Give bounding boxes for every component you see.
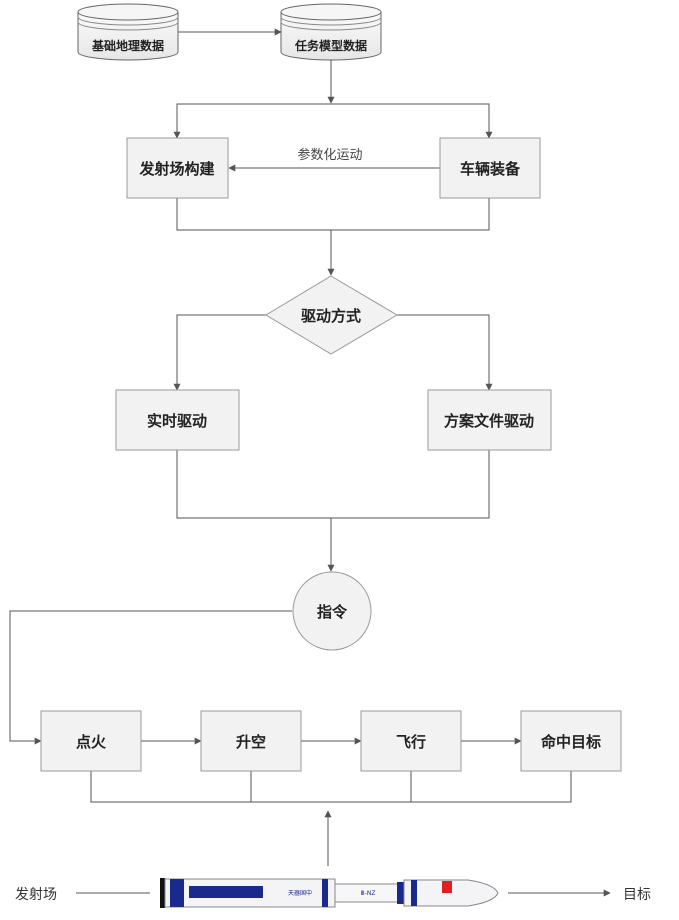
node-ignition-label: 点火 — [76, 733, 107, 751]
rocket-stripe-rear — [170, 879, 184, 907]
node-liftoff-label: 升空 — [236, 733, 266, 751]
node-flight-label: 飞行 — [396, 733, 426, 751]
rocket-stripe-fairing — [411, 880, 417, 906]
node-plan-file-drive: 方案文件驱动 — [427, 389, 552, 451]
edge-merge-mid — [176, 198, 490, 231]
node-launch-site-build: 发射场构建 — [126, 137, 229, 199]
rocket-stage-text: Ⅲ-NZ — [361, 890, 376, 897]
edge-command-to-ignition — [9, 610, 292, 745]
edge-merge-lower — [176, 450, 490, 519]
node-drive-mode-label: 驱动方式 — [301, 307, 361, 325]
edge-label-param-motion: 参数化运动 — [297, 147, 362, 163]
edge-split-top — [176, 103, 490, 138]
node-liftoff: 升空 — [200, 710, 302, 772]
rocket-stripe-interstage — [322, 879, 328, 907]
node-plan-file-drive-label: 方案文件驱动 — [444, 412, 534, 430]
node-flight: 飞行 — [360, 710, 462, 772]
node-vehicle-equip: 车辆装备 — [439, 137, 541, 199]
database-geo: 基础地理数据 — [77, 3, 179, 61]
node-hit-target: 命中目标 — [520, 710, 622, 772]
edge-to-planfile — [397, 314, 493, 391]
edge-to-realtime — [173, 314, 266, 391]
database-geo-label: 基础地理数据 — [91, 38, 164, 53]
rocket-stripe-front — [397, 882, 404, 904]
node-command-label: 指令 — [317, 603, 348, 621]
node-launch-site-build-label: 发射场构建 — [138, 160, 215, 178]
rocket-illustration: 天器国中 Ⅲ-NZ — [160, 878, 499, 908]
node-drive-mode: 驱动方式 — [265, 275, 398, 355]
edge-stages-bracket — [90, 771, 572, 803]
node-command: 指令 — [292, 571, 372, 651]
node-hit-target-label: 命中目标 — [540, 733, 601, 751]
node-realtime-drive-label: 实时驱动 — [147, 412, 207, 430]
rocket-body-band — [189, 886, 263, 898]
database-mission-label: 任务模型数据 — [294, 38, 367, 53]
database-mission: 任务模型数据 — [280, 3, 382, 61]
node-ignition: 点火 — [40, 710, 142, 772]
rocket-nozzle — [160, 878, 165, 908]
rocket-body-text: 天器国中 — [288, 889, 312, 897]
trajectory-start-label: 发射场 — [15, 887, 57, 903]
node-realtime-drive: 实时驱动 — [115, 389, 240, 451]
trajectory-end-label: 目标 — [623, 887, 651, 903]
rocket-flag — [442, 881, 452, 893]
node-vehicle-equip-label: 车辆装备 — [460, 160, 521, 178]
